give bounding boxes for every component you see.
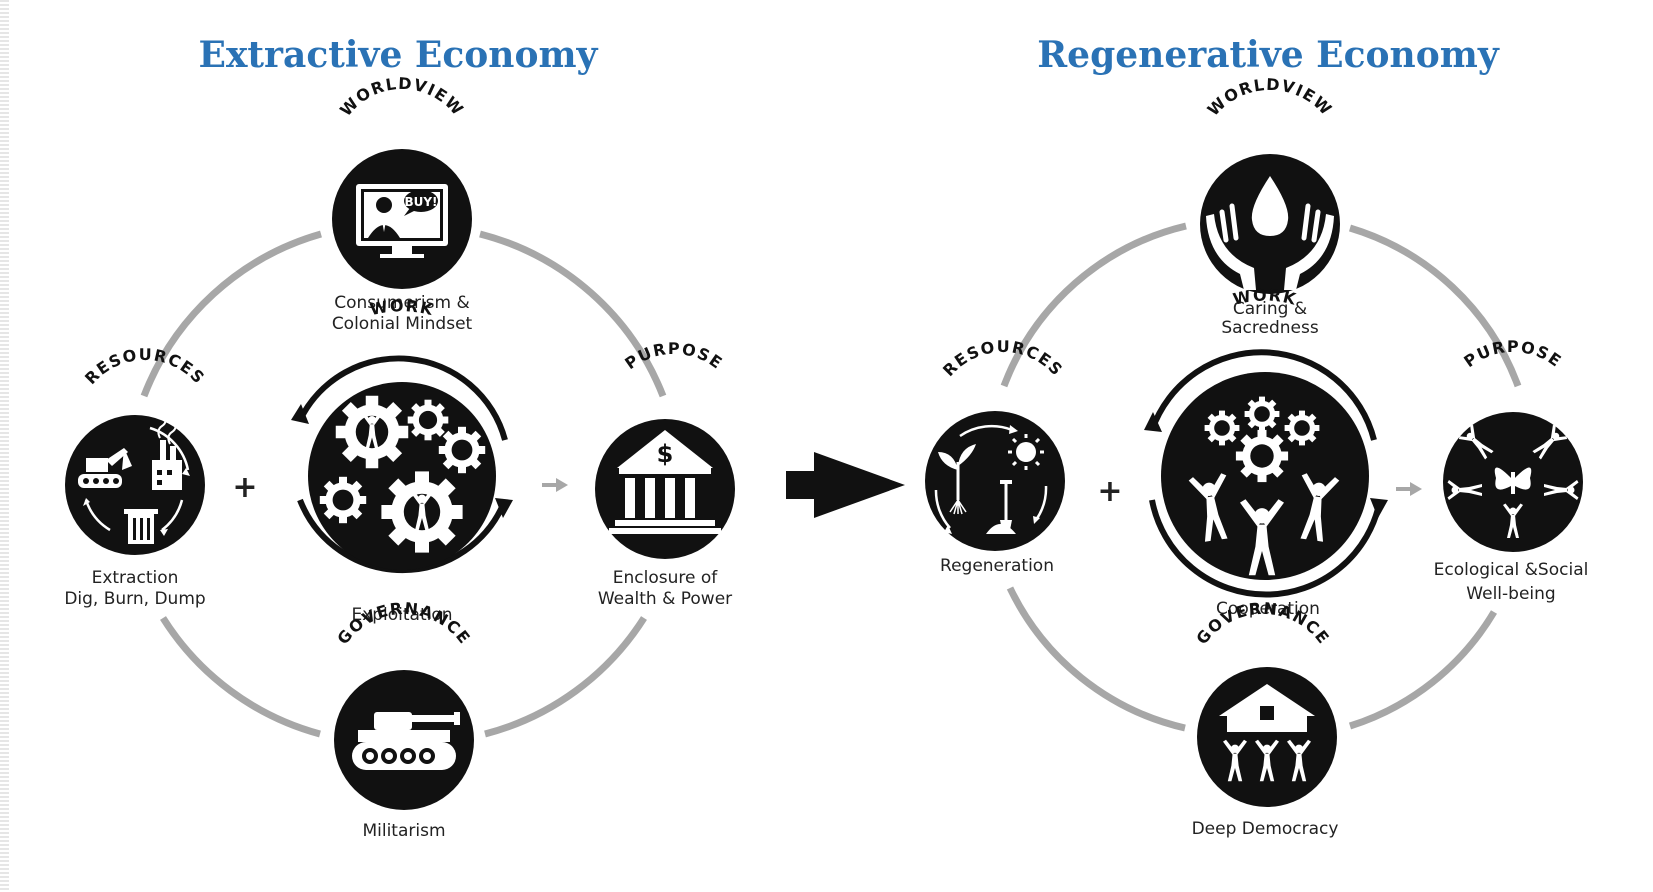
- left-plus-sign: +: [232, 470, 257, 505]
- left-resources-caption-1: Extraction: [92, 568, 179, 588]
- right-worldview-label: WORLDVIEW: [1204, 75, 1337, 120]
- right-work-cycle-arrow-bottom: [1149, 499, 1383, 598]
- right-small-arrow: [1396, 482, 1422, 496]
- right-worldview-caption-1: Caring &: [1233, 299, 1307, 319]
- tank-icon: [352, 712, 460, 770]
- right-purpose-node: PURPOSE Ecological &Social Well-being: [1434, 337, 1589, 604]
- left-worldview-caption-1: Consumerism &: [334, 293, 470, 313]
- right-worldview-caption-2: Sacredness: [1221, 318, 1319, 338]
- left-resources-label: RESOURCES: [81, 345, 209, 388]
- right-work-arrowhead-1: [1144, 412, 1162, 432]
- left-work-arrowhead-2: [495, 498, 513, 518]
- left-small-arrow: [542, 478, 568, 492]
- right-work-node: WORK Cooperation: [1144, 285, 1388, 619]
- left-work-arrowhead-1: [291, 404, 309, 424]
- right-resources-node: RESOURCES Regeneration: [925, 337, 1067, 576]
- right-cycle-ring: [1000, 222, 1522, 732]
- left-purpose-caption-1: Enclosure of: [613, 568, 718, 588]
- left-worldview-node: BUY! WORLDVIEW Consumerism & Colonial Mi…: [332, 74, 473, 334]
- left-title: Extractive Economy: [199, 34, 599, 76]
- page-edge-strip: [0, 0, 9, 892]
- right-work-cycle-arrow-top: [1149, 349, 1377, 441]
- left-work-caption: Exploitation: [351, 605, 452, 625]
- bank-dollar-icon: $: [609, 430, 721, 534]
- right-title: Regenerative Economy: [1037, 34, 1500, 76]
- transition-arrow: [786, 452, 905, 518]
- people-lifting-house-icon: [1219, 684, 1315, 782]
- hands-water-drop-icon: [1206, 176, 1334, 290]
- excavator-factory-trash-icon: [78, 415, 190, 544]
- right-governance-node: GOVERNANCE Deep Democracy: [1192, 599, 1339, 839]
- right-work-caption: Cooperation: [1216, 599, 1320, 619]
- right-plus-sign: +: [1097, 474, 1122, 509]
- left-worldview-caption-2: Colonial Mindset: [332, 314, 473, 334]
- right-purpose-caption-2: Well-being: [1466, 584, 1555, 604]
- left-work-cycle-arrow-top: [297, 355, 508, 441]
- left-cycle-ring: [140, 230, 667, 738]
- right-work-label: WORK: [1231, 285, 1299, 309]
- svg-text:$: $: [657, 440, 674, 468]
- left-worldview-label: WORLDVIEW: [336, 74, 468, 120]
- people-butterfly-icon: [1447, 423, 1579, 538]
- tv-salesman-icon: BUY!: [356, 184, 448, 258]
- left-purpose-node: $ PURPOSE Enclosure of Wealth & Power: [595, 339, 735, 609]
- left-work-label: WORK: [368, 296, 436, 319]
- sprout-sun-shovel-icon: [934, 424, 1048, 534]
- left-purpose-caption-2: Wealth & Power: [598, 589, 732, 609]
- right-work-arrowhead-2: [1370, 498, 1388, 518]
- right-resources-caption: Regeneration: [940, 556, 1054, 576]
- right-resources-label: RESOURCES: [939, 337, 1067, 380]
- left-governance-caption: Militarism: [362, 821, 445, 841]
- left-resources-caption-2: Dig, Burn, Dump: [64, 589, 205, 609]
- right-purpose-caption-1: Ecological &Social: [1434, 560, 1589, 580]
- right-governance-caption: Deep Democracy: [1192, 819, 1339, 839]
- left-resources-node: RESOURCES Extraction Dig, Burn, Dump: [64, 345, 209, 609]
- left-governance-node: GOVERNANCE Militarism: [333, 599, 474, 841]
- left-work-node: WORK Exploitation: [291, 296, 513, 625]
- buy-bubble-text: BUY!: [404, 195, 437, 209]
